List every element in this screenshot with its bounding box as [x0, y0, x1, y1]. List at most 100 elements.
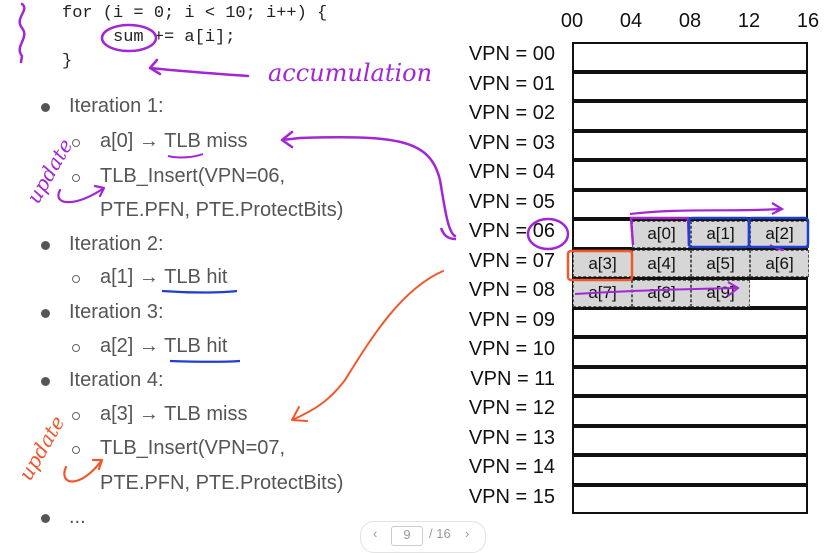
vpn-label: VPN = 12 [468, 397, 555, 419]
offset-label: 12 [737, 10, 761, 32]
iteration-4-insert-line2: PTE.PFN, PTE.ProtectBits) [100, 472, 344, 494]
vpn-label: VPN = 09 [468, 308, 555, 331]
page-navigator: ‹ 9 / 16 › [360, 521, 486, 553]
arrow-icon: → [138, 403, 159, 425]
iteration-1-label: Iteration 1: [69, 95, 164, 117]
hit-underline-2 [169, 359, 241, 363]
iteration-3-label: Iteration 3: [69, 301, 164, 323]
code-line-sum: sum += a[i]; [113, 28, 235, 47]
vpn-label: VPN = 04 [468, 161, 555, 183]
iteration-1-access: a[0] → TLB miss [100, 130, 247, 153]
bullet-dot [41, 241, 50, 250]
array-element-cell: a[2] [750, 220, 809, 248]
sub-bullet-circle [72, 275, 80, 283]
array-element-cell: a[1] [691, 220, 750, 248]
arrow-icon: → [138, 130, 159, 152]
vpn-row [572, 71, 808, 101]
array-element-cell: a[9] [691, 279, 750, 307]
code-line-for: for (i = 0; i < 10; i++) { [62, 4, 328, 23]
vpn06-tail [439, 227, 457, 241]
sub-bullet-circle [72, 139, 80, 147]
code-line-close: } [62, 52, 73, 71]
iteration-1-insert-line1: TLB_Insert(VPN=06, [100, 165, 286, 187]
array-element-cell: a[6] [750, 250, 809, 277]
miss-arrow-2 [291, 270, 444, 422]
tlb-underline [167, 153, 204, 159]
offset-label: 16 [796, 10, 820, 32]
vpn-label: VPN = 14 [468, 456, 555, 478]
vpn-label: VPN = 01 [468, 72, 555, 95]
iteration-2-access: a[1] → TLB hit [100, 266, 227, 289]
array-element-cell: a[7] [573, 279, 632, 307]
result-label: TLB hit [164, 335, 228, 357]
iteration-4-access: a[3] → TLB miss [100, 403, 247, 426]
vpn-label: VPN = 07 [468, 249, 555, 272]
page-number-input[interactable]: 9 [391, 526, 423, 546]
bullet-dot [41, 514, 50, 523]
array-element-cell: a[8] [632, 279, 691, 307]
update-arrow-2 [63, 458, 104, 483]
result-label: TLB miss [164, 403, 248, 425]
access-label: a[1] [100, 266, 134, 288]
vpn-label: VPN = 15 [468, 485, 555, 508]
result-label: TLB hit [164, 266, 228, 288]
update-text-2: update [14, 412, 70, 485]
brace-squiggle [18, 2, 26, 64]
update-arrow-1 [57, 184, 106, 204]
result-label: TLB miss [164, 130, 248, 152]
vpn-row [572, 366, 808, 396]
page-total: / 16 [429, 526, 451, 541]
vpn-label: VPN = 11 [470, 367, 555, 390]
vpn-row [572, 484, 808, 514]
bullet-dot [41, 103, 50, 112]
access-label: a[2] [100, 335, 134, 357]
vpn-row [572, 455, 808, 485]
vpn-label: VPN = 10 [468, 338, 555, 360]
iteration-2-label: Iteration 2: [69, 233, 164, 255]
update-text-1: update [22, 135, 78, 208]
arrow-icon: → [138, 335, 159, 357]
offset-label: 04 [619, 10, 643, 32]
iteration-4-label: Iteration 4: [69, 369, 164, 391]
array-element-cell: a[3] [573, 250, 632, 277]
vpn-row [572, 425, 808, 455]
bullet-dot [41, 377, 50, 386]
vpn-label: VPN = 08 [468, 279, 555, 301]
code-sum-rest: += a[i]; [143, 28, 236, 47]
vpn-row [572, 337, 808, 367]
vpn-row [572, 307, 808, 337]
sub-bullet-circle [72, 412, 80, 420]
prev-page-button[interactable]: ‹ [373, 526, 378, 541]
vpn-row [572, 189, 808, 219]
accumulation-arrow [148, 58, 250, 78]
ellipsis-item: ... [69, 506, 86, 528]
arrow-icon: → [138, 266, 159, 288]
iteration-1-insert-line2: PTE.PFN, PTE.ProtectBits) [100, 199, 344, 221]
vpn-label: VPN = 06 [468, 220, 555, 242]
array-element-cell: a[5] [691, 250, 750, 277]
access-label: a[3] [100, 403, 134, 425]
vpn-row [572, 396, 808, 426]
accumulation-text: accumulation [268, 59, 432, 87]
hit-underline-1 [161, 289, 238, 294]
access-label: a[0] [100, 130, 134, 152]
vpn-label: VPN = 05 [468, 190, 555, 213]
bullet-dot [41, 309, 50, 318]
array-element-cell: a[4] [632, 250, 691, 277]
vpn-label: VPN = 03 [468, 131, 555, 154]
vpn-label: VPN = 13 [468, 426, 555, 449]
vpn-row [572, 101, 808, 131]
code-sum-var: sum [113, 28, 144, 47]
next-page-button[interactable]: › [465, 526, 470, 541]
vpn-row [572, 42, 808, 72]
iteration-3-access: a[2] → TLB hit [100, 335, 227, 358]
offset-label: 08 [678, 10, 702, 32]
vpn-label: VPN = 02 [468, 102, 555, 124]
iteration-4-insert-line1: TLB_Insert(VPN=07, [100, 437, 286, 459]
sub-bullet-circle [72, 174, 80, 182]
vpn-row [572, 160, 808, 190]
vpn-row [572, 130, 808, 160]
array-element-cell: a[0] [632, 220, 691, 248]
sub-bullet-circle [72, 446, 80, 454]
vpn-label: VPN = 00 [468, 43, 555, 65]
